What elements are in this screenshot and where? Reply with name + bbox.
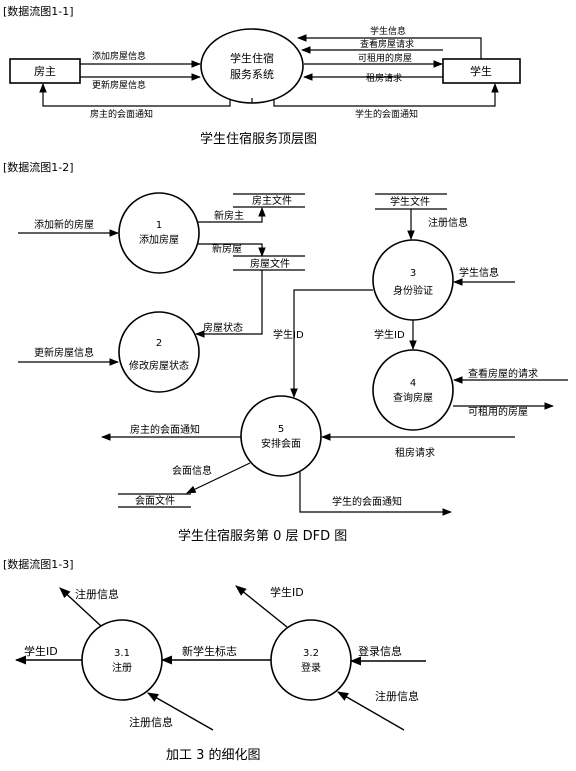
entity-student-label: 学生	[470, 64, 492, 78]
entity-owner	[9, 58, 81, 84]
store-house-file-label: 房屋文件	[250, 257, 290, 270]
flow-view-request-label: 查看房屋请求	[360, 38, 414, 50]
process-1-number: 1	[156, 220, 162, 231]
store-owner-file-label: 房主文件	[252, 194, 292, 207]
flow-reg-info-in-label: 注册信息	[129, 715, 173, 729]
flow-student-info-label: 学生信息	[459, 266, 499, 279]
process-3-name: 身份验证	[393, 284, 433, 297]
process-3-2-name: 登录	[301, 661, 321, 674]
flow-student-id-out-label: 学生ID	[24, 644, 58, 658]
process-2-name: 修改房屋状态	[129, 359, 189, 372]
process-1-name: 添加房屋	[139, 233, 179, 246]
store-owner-file	[233, 193, 305, 208]
flow-owner-notice-arrow	[39, 83, 231, 107]
flow-owner-notice-label: 房主的会面通知	[130, 423, 200, 436]
flow-student-notice-arrow	[299, 472, 452, 516]
process-3-2-login	[270, 619, 352, 701]
flow-new-house-label: 新房屋	[212, 242, 242, 255]
process-3-1-name: 注册	[112, 661, 132, 674]
store-house-file	[233, 255, 305, 271]
process-5-arrange-meeting	[240, 395, 322, 477]
flow-student-notice-arrow	[273, 83, 499, 107]
process-3-number: 3	[410, 268, 416, 279]
flow-meeting-info-arrow	[186, 462, 251, 494]
section2-caption: 学生住宿服务第 0 层 DFD 图	[178, 528, 347, 544]
flow-update-house-label: 更新房屋信息	[92, 79, 146, 91]
flow-house-status-arrow	[195, 270, 263, 338]
flow-student-id-to-5-arrow	[290, 289, 373, 398]
section1-header: [数据流图1-1]	[3, 4, 74, 18]
process-3-1-register	[81, 619, 163, 701]
flow-student-id-b-label: 学生ID	[374, 328, 405, 341]
flow-reg-info-in-arrow	[147, 692, 214, 731]
flow-house-status-label: 房屋状态	[203, 321, 243, 334]
flow-update-house-label: 更新房屋信息	[34, 346, 94, 359]
entity-student	[442, 58, 521, 84]
store-student-file-label: 学生文件	[390, 195, 430, 208]
flow-add-house-label: 添加房屋信息	[92, 50, 146, 62]
flow-student-id-a-label: 学生ID	[273, 328, 304, 341]
flow-student-notice-label: 学生的会面通知	[355, 108, 418, 120]
process-3-1-number: 3.1	[114, 648, 130, 659]
flow-meeting-info-label: 会面信息	[172, 464, 212, 477]
process-system-line2: 服务系统	[230, 68, 274, 81]
section2-header: [数据流图1-2]	[3, 160, 74, 174]
flow-reg-info-in2-arrow	[337, 691, 405, 731]
flow-new-owner-arrow	[197, 207, 266, 223]
flow-reg-info-in2-label: 注册信息	[375, 689, 419, 703]
process-4-name: 查询房屋	[393, 391, 433, 404]
store-meeting-file	[118, 493, 191, 508]
store-meeting-file-label: 会面文件	[135, 494, 175, 507]
flow-register-info-label: 注册信息	[428, 216, 468, 229]
process-3-authenticate	[372, 239, 454, 321]
process-5-number: 5	[278, 424, 284, 435]
process-system	[200, 28, 304, 104]
flow-rent-request-label: 租房请求	[395, 446, 435, 459]
process-1-add-house	[118, 192, 200, 274]
process-2-number: 2	[156, 338, 162, 349]
process-4-query-house	[372, 349, 454, 431]
flow-student-info-arrow	[297, 34, 482, 59]
flow-new-owner-label: 新房主	[214, 209, 244, 222]
entity-owner-label: 房主	[34, 65, 56, 78]
process-5-name: 安排会面	[261, 437, 301, 450]
flow-available-house-label: 可租用的房屋	[358, 52, 412, 64]
flow-login-info-label: 登录信息	[358, 644, 402, 658]
flow-add-new-house-label: 添加新的房屋	[34, 218, 94, 231]
flow-student-info-label: 学生信息	[370, 25, 406, 37]
flow-reg-info-out-arrow	[59, 587, 102, 627]
flow-student-id-top-label: 学生ID	[270, 585, 304, 599]
flow-owner-notice-label: 房主的会面通知	[90, 108, 153, 120]
flow-student-id-top-arrow	[235, 585, 288, 628]
flow-reg-info-out-label: 注册信息	[75, 587, 119, 601]
process-system-line1: 学生住宿	[230, 51, 274, 65]
section1-caption: 学生住宿服务顶层图	[200, 131, 317, 147]
section3-header: [数据流图1-3]	[3, 557, 74, 571]
process-2-modify-status	[118, 311, 200, 393]
flow-student-notice-label: 学生的会面通知	[332, 495, 402, 508]
section3-caption: 加工 3 的细化图	[166, 747, 261, 763]
process-4-number: 4	[410, 378, 416, 389]
process-3-2-number: 3.2	[303, 648, 319, 659]
flow-rent-request-label: 租房请求	[366, 72, 402, 84]
flow-new-student-flag-label: 新学生标志	[182, 644, 237, 658]
flow-view-request-label: 查看房屋的请求	[468, 367, 538, 380]
flow-new-house-arrow	[197, 243, 266, 257]
flow-available-label: 可租用的房屋	[468, 405, 528, 418]
